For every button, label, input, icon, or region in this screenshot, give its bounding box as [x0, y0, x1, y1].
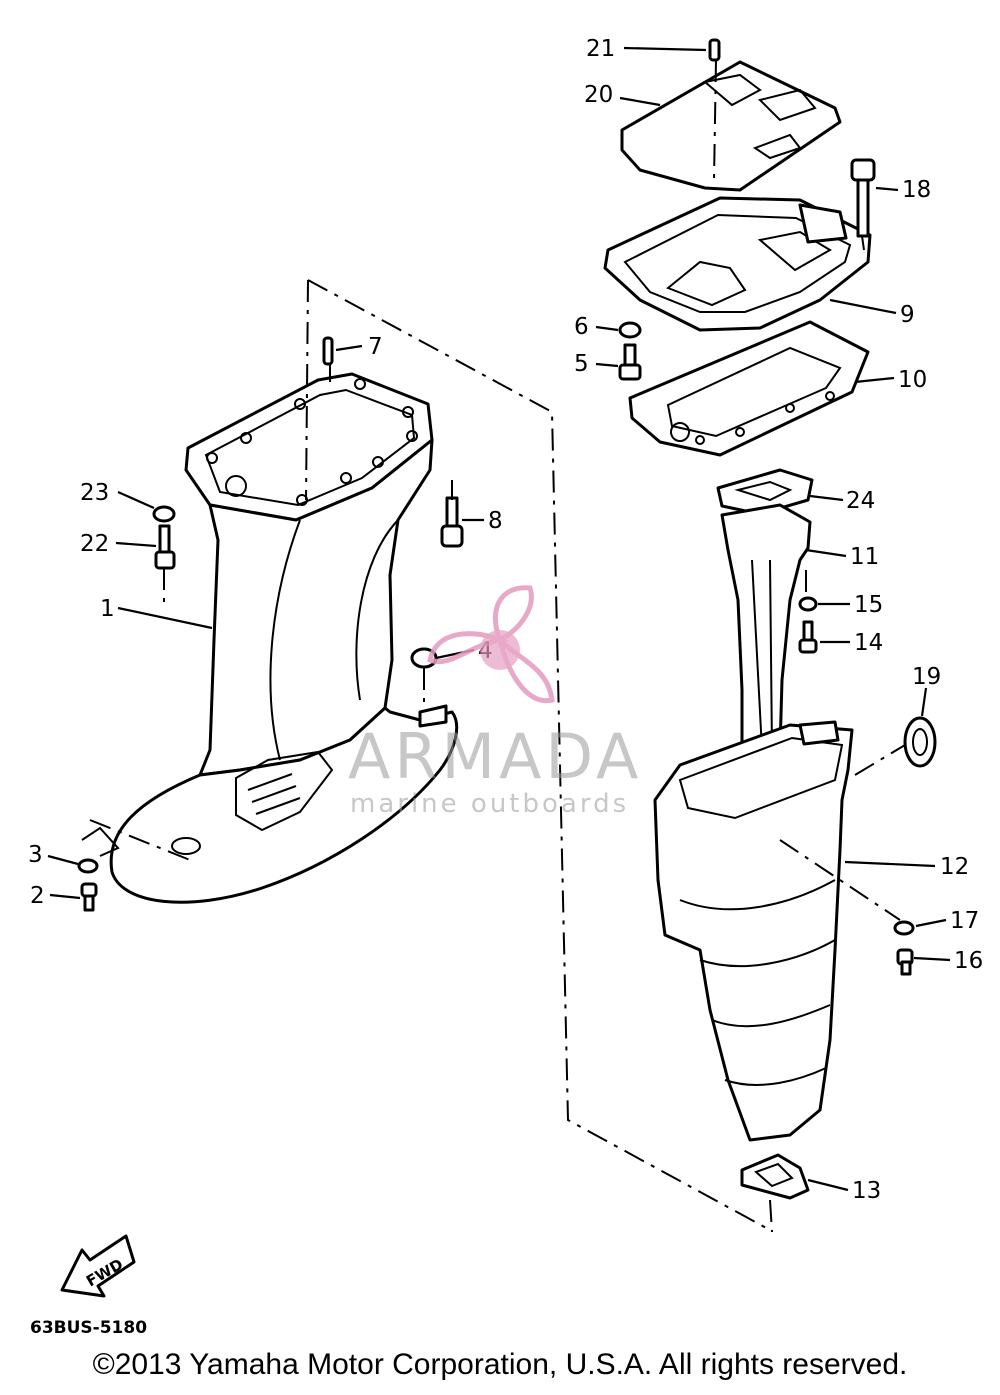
watermark-brand: ARMADA	[348, 720, 642, 793]
callout-2: 2	[30, 883, 45, 909]
callout-5: 5	[574, 351, 589, 377]
callout-12: 12	[940, 854, 969, 880]
fwd-arrow: FWD	[60, 1234, 136, 1298]
callout-10: 10	[898, 367, 927, 393]
callout-20: 20	[584, 82, 613, 108]
seal-part	[903, 716, 937, 768]
callout-8: 8	[488, 508, 503, 534]
callout-3: 3	[28, 842, 43, 868]
callout-13: 13	[852, 1178, 881, 1204]
assembly-lines	[89, 59, 906, 1233]
callout-23: 23	[80, 480, 109, 506]
hardware-parts	[77, 38, 915, 976]
watermark-logo: ARMADA marine outboards	[348, 585, 642, 819]
callout-18: 18	[902, 177, 931, 203]
diagram-code: 63BUS-5180	[30, 1318, 147, 1338]
callout-9: 9	[900, 302, 915, 328]
oil-pan-part	[653, 720, 854, 1142]
upper-gasket-part	[620, 60, 842, 192]
callout-labels: 21 20 18 9 6 5 10 24 11 15 14 19 12 17 1…	[28, 36, 983, 1204]
callout-22: 22	[80, 531, 109, 557]
leader-lines	[47, 46, 951, 1192]
callout-17: 17	[950, 908, 979, 934]
callout-11: 11	[850, 544, 879, 570]
watermark-tagline: marine outboards	[350, 789, 629, 819]
propeller-icon	[427, 585, 555, 704]
callout-24: 24	[846, 488, 875, 514]
callout-1: 1	[100, 596, 115, 622]
callout-19: 19	[912, 664, 941, 690]
upper-casing-part	[109, 372, 459, 904]
callout-14: 14	[854, 630, 883, 656]
callout-6: 6	[574, 314, 589, 340]
exhaust-gasket-part	[628, 320, 870, 457]
exhaust-pipe-part	[716, 468, 814, 754]
callout-15: 15	[854, 592, 883, 618]
callout-7: 7	[368, 334, 383, 360]
oil-pan-grommet-part	[740, 1153, 810, 1200]
exhaust-guide-part	[603, 196, 872, 332]
callout-21: 21	[586, 36, 615, 62]
callout-16: 16	[954, 948, 983, 974]
copyright-footer: ©2013 Yamaha Motor Corporation, U.S.A. A…	[92, 1348, 908, 1381]
